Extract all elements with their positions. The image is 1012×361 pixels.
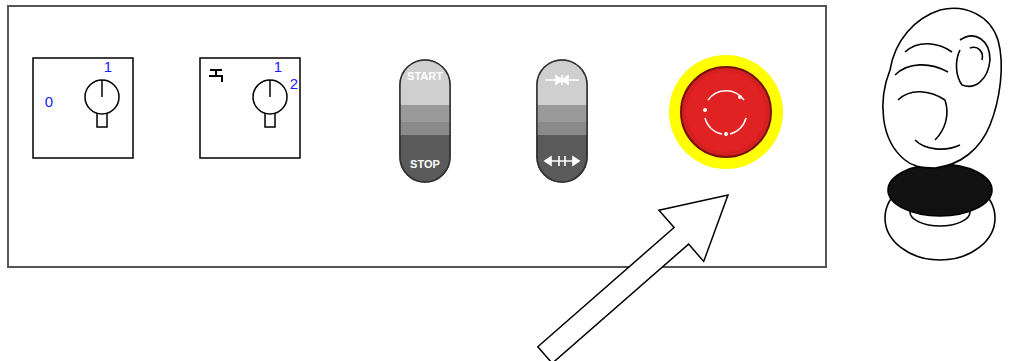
selector-switch-box: 01 [33,58,133,158]
button-label: START [407,71,443,82]
button-label: STOP [410,159,440,170]
start-stop-button: START STOP [400,60,450,182]
switch-box [200,58,300,158]
position-number: 1 [104,59,112,74]
pointer-arrow [538,195,728,361]
faucet-icon [209,70,222,82]
position-number: 0 [45,94,53,109]
start-stop-button [400,60,450,182]
position-number: 2 [290,76,298,91]
position-number: 1 [274,59,282,74]
selector-dial [85,80,119,127]
selector-dial [253,80,287,127]
emergency-stop-button [669,55,783,169]
switch-box [33,58,133,158]
hand-pressing-button [883,8,1001,260]
jog-button [537,60,587,182]
selector-switch-box: 12 [200,58,300,158]
